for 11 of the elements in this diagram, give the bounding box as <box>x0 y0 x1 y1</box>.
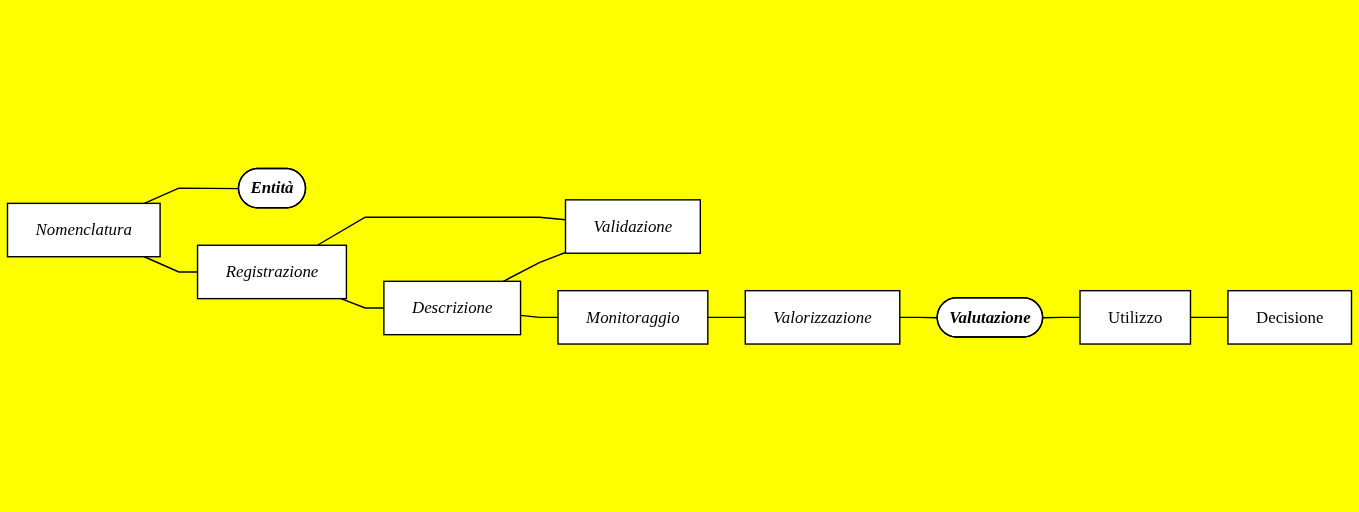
node-box: Utilizzo <box>1079 289 1192 345</box>
connector <box>1042 316 1081 319</box>
node-box: Decisione <box>1227 289 1353 345</box>
connector <box>502 251 567 282</box>
node-box: Descrizione <box>383 280 522 336</box>
node-box: Registrazione <box>196 244 348 300</box>
connector <box>707 316 746 318</box>
node-box: Nomenclatura <box>6 202 161 258</box>
node-box: Monitoraggio <box>557 289 709 345</box>
node-box: Valorizzazione <box>744 289 901 345</box>
node-box: Validazione <box>564 198 702 254</box>
